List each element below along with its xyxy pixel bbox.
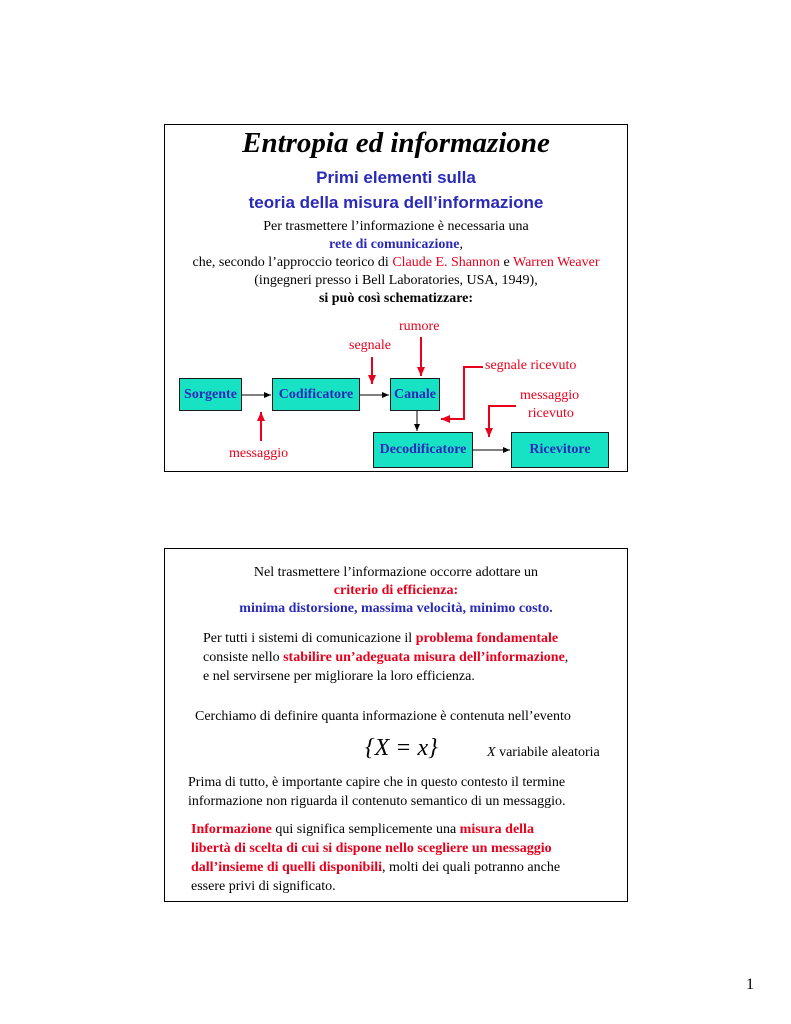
- p2-stabilire: stabilire un’adeguata misura dell’inform…: [283, 650, 565, 665]
- p1-line2: criterio di efficienza:: [333, 583, 459, 598]
- p1-line1: Nel trasmettere l’informazione occorre a…: [253, 565, 539, 580]
- box-decodificatore: Decodificatore: [373, 432, 473, 468]
- box-ricevitore: Ricevitore: [511, 432, 609, 468]
- arrow-messaggio-ricevuto: [485, 405, 516, 437]
- p4-line1: Prima di tutto, è importante capire che …: [188, 775, 566, 790]
- p2-line2: consiste nello stabilire un’adeguata mis…: [203, 650, 568, 666]
- intro-line-4: (ingegneri presso i Bell Laboratories, U…: [254, 273, 538, 288]
- arrow-segnale-ricevuto: [441, 366, 483, 423]
- p2-line1: Per tutti i sistemi di comunicazione il …: [203, 631, 558, 647]
- formula-note-rest: variabile aleatoria: [495, 745, 600, 760]
- intro-line-3: che, secondo l’approccio teorico di Clau…: [165, 255, 627, 271]
- label-rumore: rumore: [399, 319, 440, 334]
- line3-text: che, secondo l’approccio teorico di: [192, 255, 393, 270]
- p5-misura: misura della: [459, 822, 534, 837]
- p5-line3: dall’insieme di quelli disponibili, molt…: [191, 860, 560, 876]
- shannon-name: Claude E. Shannon: [392, 255, 501, 270]
- comma: ,: [459, 237, 463, 252]
- diagram-connectors: [242, 337, 516, 453]
- box-codificatore: Codificatore: [272, 378, 360, 411]
- slide-subtitle-line2: teoria della misura dell’informazione: [248, 193, 544, 212]
- weaver-name: Warren Weaver: [513, 255, 600, 270]
- p5-text-f: , molti dei quali potranno anche: [382, 860, 561, 875]
- p2-text-e: ,: [564, 650, 569, 665]
- intro-line-1: Per trasmettere l’informazione è necessa…: [263, 219, 529, 234]
- p5-informazione: Informazione: [191, 822, 272, 837]
- label-messaggio-ricevuto-2: ricevuto: [528, 406, 574, 421]
- label-messaggio: messaggio: [229, 446, 289, 461]
- p2-text-c: consiste nello: [203, 650, 284, 665]
- page-number: 1: [746, 976, 754, 993]
- box-canale: Canale: [390, 378, 440, 411]
- p4-line2: informazione non riguarda il contenuto s…: [188, 794, 566, 809]
- p5-line1: Informazione qui significa semplicemente…: [191, 822, 534, 838]
- line3-conj: e: [500, 255, 513, 270]
- intro-line-2: rete di comunicazione,: [165, 237, 627, 253]
- slide-2: Nel trasmettere l’informazione occorre a…: [164, 548, 628, 902]
- slide-subtitle-line1: Primi elementi sulla: [316, 168, 476, 187]
- label-messaggio-ricevuto-1: messaggio: [520, 388, 580, 403]
- p3: Cerchiamo di definire quanta informazion…: [195, 709, 571, 724]
- p5-line4: essere privi di significato.: [191, 879, 336, 894]
- intro-line-5: si può così schematizzare:: [318, 291, 474, 306]
- p5-line2: libertà di scelta di cui si dispone nell…: [191, 841, 552, 856]
- rete-di-comunicazione: rete di comunicazione: [329, 237, 460, 252]
- formula-note-var: X: [487, 745, 496, 760]
- p2-problema: problema fondamentale: [415, 631, 559, 646]
- box-sorgente: Sorgente: [179, 378, 242, 411]
- formula: {X = x}: [365, 735, 438, 761]
- p2-line3: e nel servirsene per migliorare la loro …: [203, 669, 475, 684]
- p2-text-a: Per tutti i sistemi di comunicazione il: [203, 631, 416, 646]
- slide-title: Entropia ed informazione: [242, 127, 550, 159]
- label-segnale: segnale: [349, 338, 391, 353]
- label-segnale-ricevuto: segnale ricevuto: [485, 358, 577, 373]
- p5-insieme: dall’insieme di quelli disponibili: [191, 860, 383, 875]
- formula-note: X variabile aleatoria: [487, 745, 600, 761]
- p1-line3: minima distorsione, massima velocità, mi…: [239, 601, 553, 616]
- slide-1: Entropia ed informazione Primi elementi …: [164, 124, 628, 472]
- p5-text-b: qui significa semplicemente una: [271, 822, 460, 837]
